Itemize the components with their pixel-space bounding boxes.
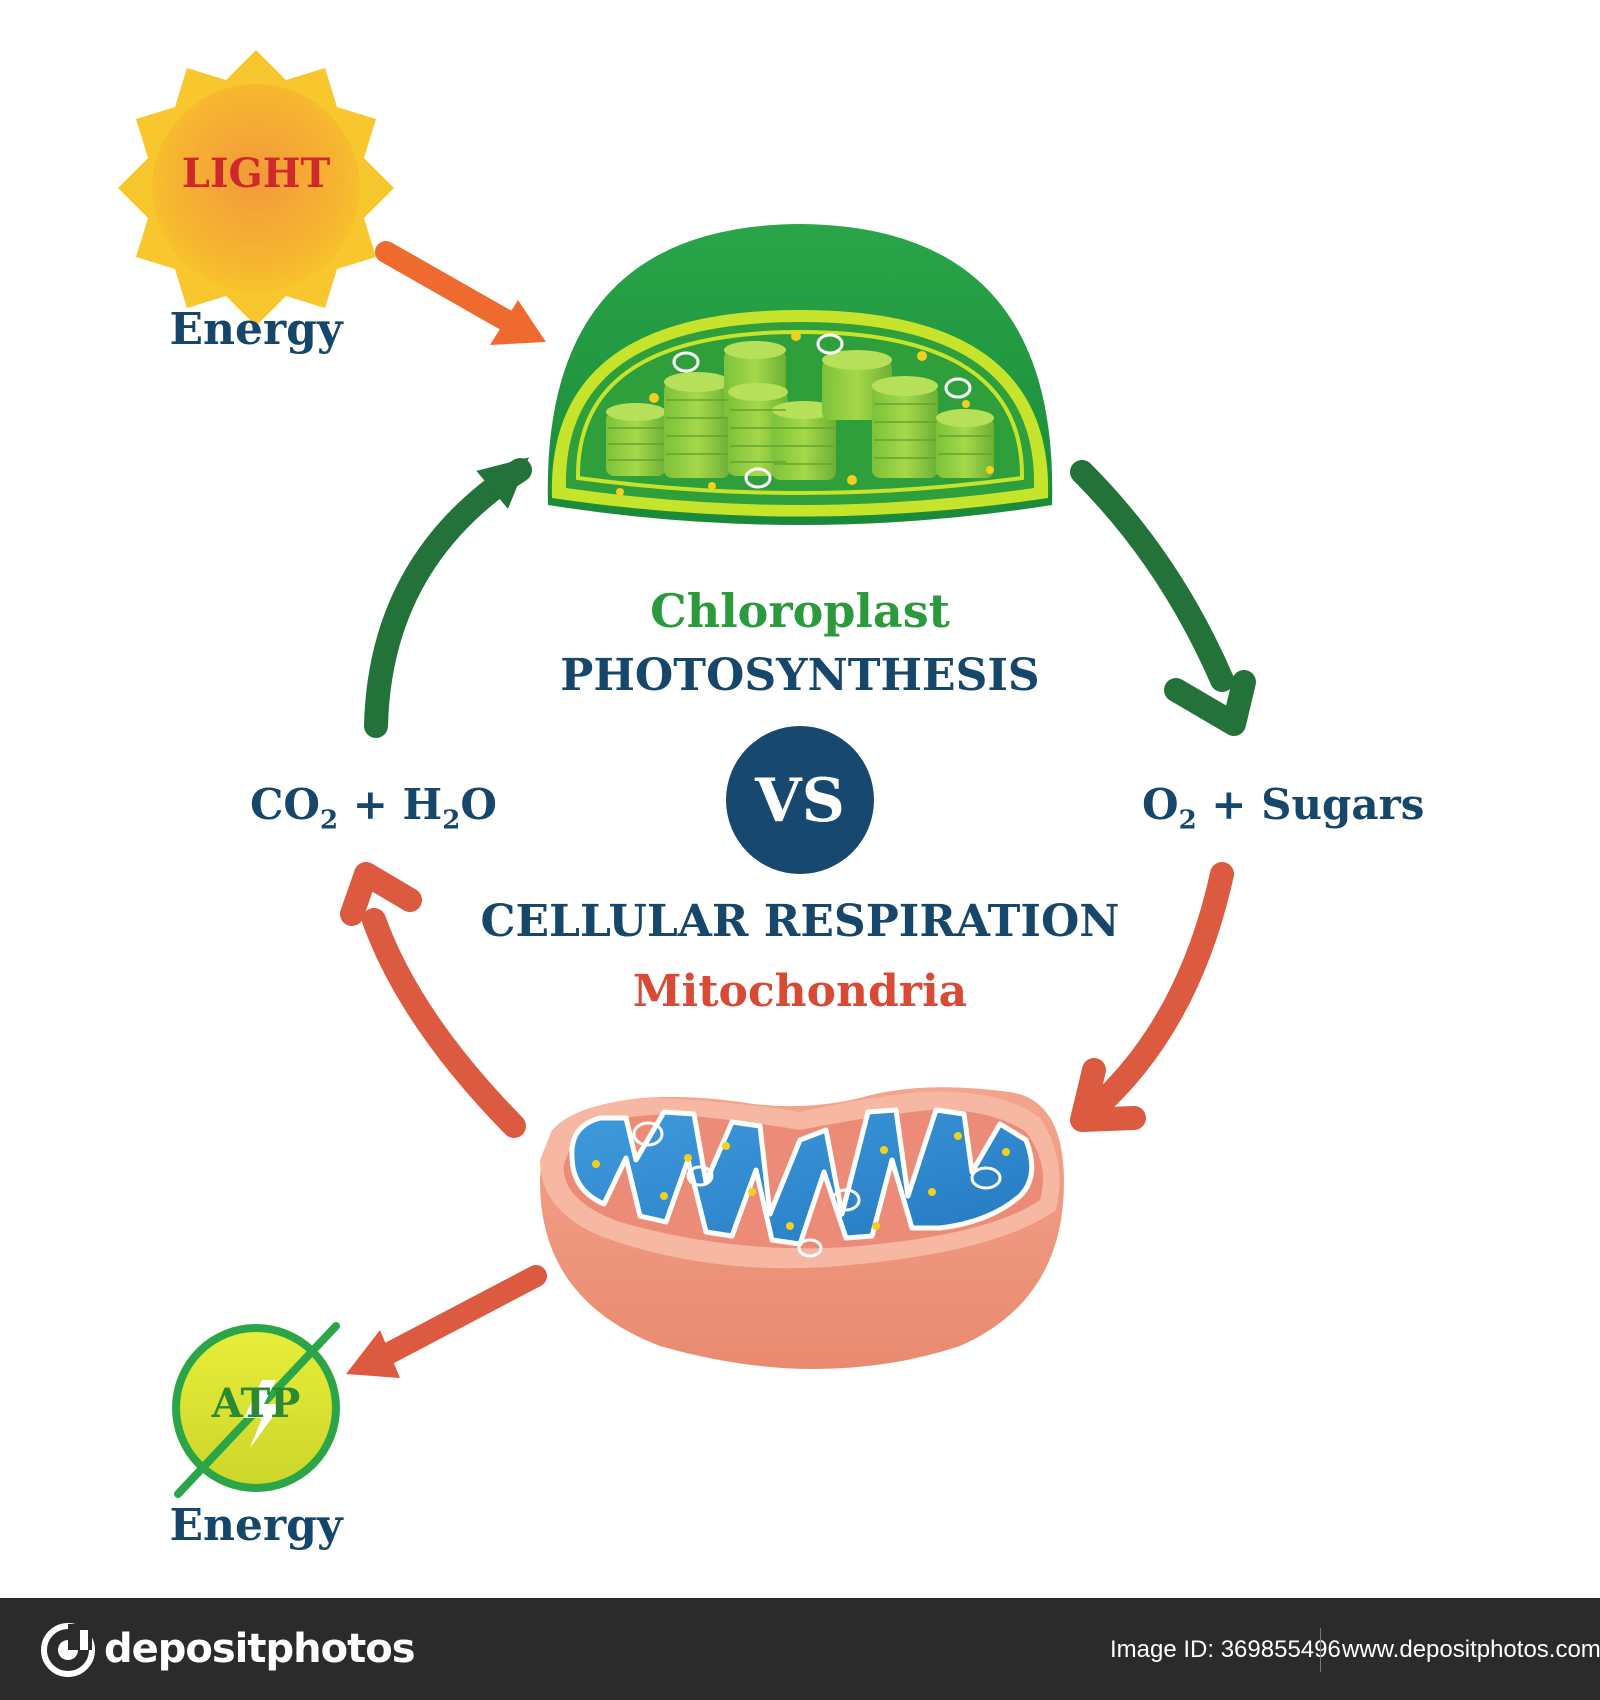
photosynthesis-input-arrow: [364, 457, 532, 738]
co2-part: CO: [250, 780, 321, 829]
plus-sugars-part: + Sugars: [1196, 780, 1425, 829]
atp-energy-caption: Energy: [169, 1500, 343, 1551]
co2-subscript: 2: [320, 805, 339, 836]
footer-divider: [1320, 1628, 1321, 1672]
photosynthesis-output-arrow: [1070, 460, 1256, 736]
cellular-respiration-title: CELLULAR RESPIRATION: [480, 896, 1120, 947]
footer-brand: depositphotos: [104, 1626, 416, 1672]
mitochondrion-icon: [540, 1087, 1064, 1369]
atp-label: ATP: [211, 1380, 301, 1427]
light-arrow: [375, 241, 546, 345]
depositphotos-logo-icon: [41, 1623, 95, 1677]
diagram-graphics: [118, 50, 1256, 1498]
o-part: O: [460, 780, 497, 829]
diagram-canvas: LIGHT Energy Chloroplast PHOTOSYNTHESIS …: [118, 50, 1442, 1551]
o-part: O: [1142, 780, 1179, 829]
footer-bar: depositphotos Image ID: 369855496 www.de…: [0, 1598, 1600, 1700]
co2-h2o-label: CO2 + H2O: [250, 780, 510, 835]
light-energy-caption: Energy: [169, 304, 343, 355]
chloroplast-icon: [547, 224, 1053, 525]
respiration-output-arrow: [340, 862, 526, 1138]
respiration-input-arrow: [1070, 862, 1234, 1132]
o2-subscript: 2: [1178, 805, 1197, 836]
photosynthesis-title: PHOTOSYNTHESIS: [560, 650, 1040, 701]
vs-label: VS: [755, 766, 845, 836]
mitochondria-title: Mitochondria: [632, 966, 968, 1017]
o2-sugars-label: O2 + Sugars: [1142, 780, 1442, 835]
h2-subscript: 2: [442, 805, 461, 836]
sun-label: LIGHT: [181, 150, 331, 197]
atp-arrow: [346, 1265, 547, 1378]
footer-site-url[interactable]: www.depositphotos.com: [1342, 1636, 1600, 1663]
footer-image-id: Image ID: 369855496: [1110, 1636, 1341, 1663]
atp-icon: [172, 1322, 340, 1498]
vs-badge: [726, 726, 874, 874]
chloroplast-title: Chloroplast: [650, 584, 950, 638]
plus-h-part: + H: [338, 780, 443, 829]
sun-icon: [118, 50, 394, 326]
